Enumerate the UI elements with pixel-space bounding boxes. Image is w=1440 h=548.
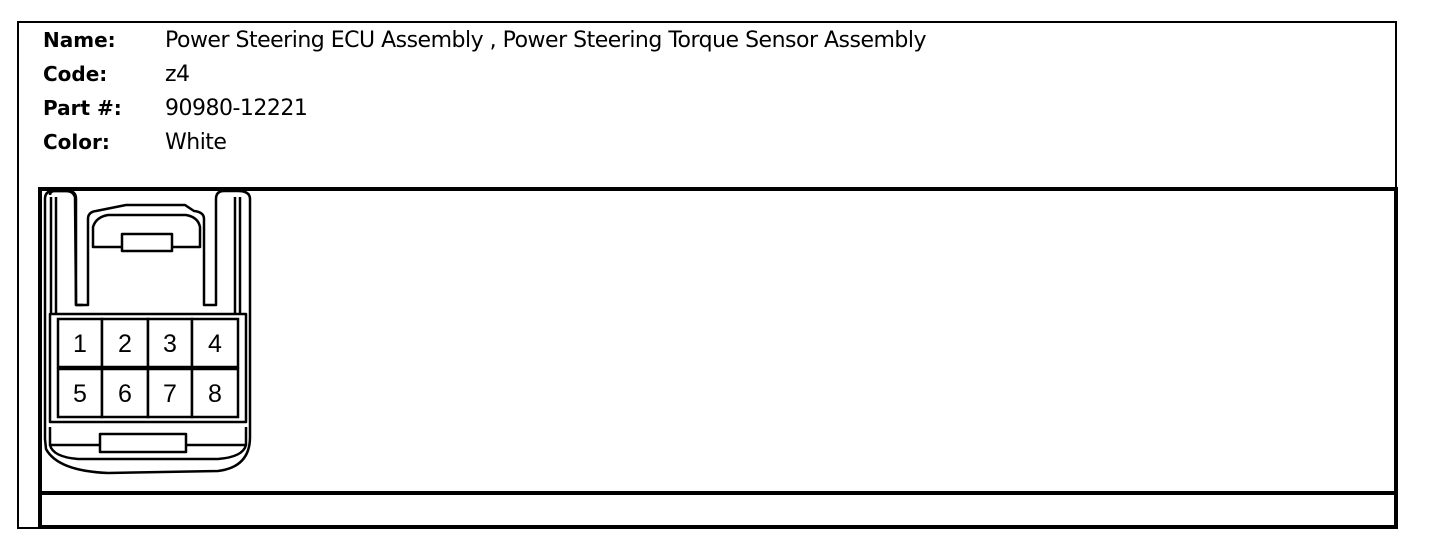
name-value: Power Steering ECU Assembly , Power Stee… <box>165 28 927 53</box>
connector-inner-right <box>233 197 242 319</box>
pin-cell <box>56 317 104 369</box>
pin-cell <box>100 367 150 419</box>
part-label: Part #: <box>43 96 122 120</box>
connector-face-diagram: 1 2 3 4 5 6 7 8 <box>43 189 252 475</box>
pin-cell <box>146 367 194 419</box>
pin-cell <box>190 317 240 369</box>
connector-latch-outline <box>91 213 202 249</box>
pin-label: 2 <box>118 330 132 358</box>
pin-label: 3 <box>163 330 177 358</box>
color-value: White <box>165 130 227 155</box>
pin-label: 6 <box>118 380 132 408</box>
pin-label: 1 <box>73 330 87 358</box>
pin-label: 8 <box>208 380 222 408</box>
connector-bottom-curve <box>48 444 248 461</box>
code-label: Code: <box>43 62 108 86</box>
part-value: 90980-12221 <box>165 96 308 121</box>
connector-bottom-key <box>98 432 188 454</box>
pin-cell <box>190 367 240 419</box>
connector-housing-body <box>43 189 252 475</box>
pin-label: 4 <box>208 330 222 358</box>
code-value: z4 <box>165 62 190 87</box>
connector-footer-panel <box>38 491 1398 529</box>
pin-label: 5 <box>73 380 87 408</box>
name-label: Name: <box>43 28 116 52</box>
connector-latch-tab <box>120 232 174 253</box>
pin-cell <box>146 317 194 369</box>
pin-cell <box>56 367 104 419</box>
pin-label: 7 <box>163 380 177 408</box>
color-label: Color: <box>43 130 110 154</box>
connector-inner-left <box>49 197 58 319</box>
